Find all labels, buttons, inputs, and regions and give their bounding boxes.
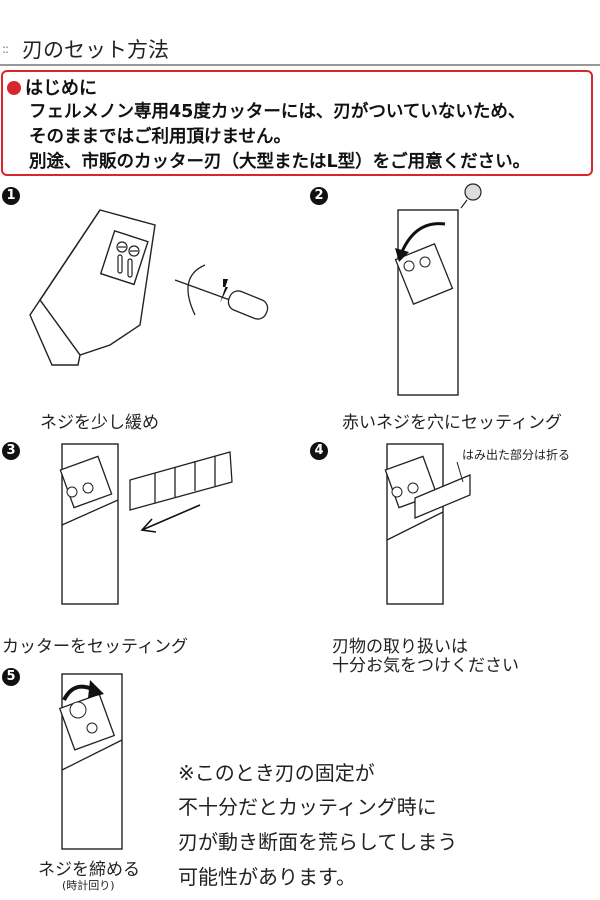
cutter-body [29, 209, 156, 366]
step-5-sub-caption: (時計回り) [62, 879, 115, 892]
notice-line: フェルメノン専用45度カッターには、刃がついていないため、 [29, 102, 526, 122]
page-title: 刃のセット方法 [22, 38, 169, 62]
step-4-callout: はみ出た部分は折る [462, 448, 571, 462]
step-1-number: 1 [2, 187, 20, 205]
step-2-number: 2 [310, 187, 328, 205]
bullet-dot-icon [7, 81, 21, 95]
step-4-illustration [384, 443, 471, 605]
step-5-caption: ネジを締める [38, 860, 140, 880]
step-5-illustration [58, 673, 123, 850]
step-4-caption-line: 刃物の取り扱いは [332, 637, 468, 657]
step-2-caption: 赤いネジを穴にセッティング [342, 413, 562, 433]
step-2-illustration [394, 183, 482, 396]
arrow-icon [140, 504, 201, 533]
section-header: :: 刃のセット方法 [0, 30, 600, 68]
header-deco-icon: :: [2, 42, 9, 56]
step-1-caption: ネジを少し緩め [40, 413, 159, 433]
step-3-number: 3 [2, 442, 20, 460]
screw-icon [116, 241, 140, 278]
note-line: 可能性があります。 [178, 865, 356, 889]
notice-line: そのままではご利用頂けません。 [29, 127, 291, 147]
note-line: 不十分だとカッティング時に [178, 795, 437, 819]
arrow-icon [220, 279, 228, 303]
step-5-number: 5 [2, 668, 20, 686]
step-1-illustration [29, 209, 269, 366]
step-4-number: 4 [310, 442, 328, 460]
step-4-caption-line: 十分お気をつけください [332, 656, 519, 676]
screw-icon [460, 183, 482, 209]
notice-heading: はじめに [7, 74, 97, 100]
blade-icon [129, 451, 233, 511]
notice-line: 別途、市販のカッター刃（大型またはL型）をご用意ください。 [29, 152, 531, 172]
header-divider [0, 64, 600, 66]
screwdriver-icon [174, 264, 269, 320]
arrow-icon [399, 222, 446, 255]
notice-box: はじめに フェルメノン専用45度カッターには、刃がついていないため、 そのままで… [1, 70, 593, 176]
blade-icon [414, 474, 471, 519]
notice-heading-text: はじめに [25, 78, 97, 99]
step-3-caption: カッターをセッティング [2, 637, 188, 657]
step-3-illustration [59, 443, 233, 605]
note-line: 刃が動き断面を荒らしてしまう [178, 830, 458, 854]
note-line: ※このとき刃の固定が [178, 761, 375, 785]
